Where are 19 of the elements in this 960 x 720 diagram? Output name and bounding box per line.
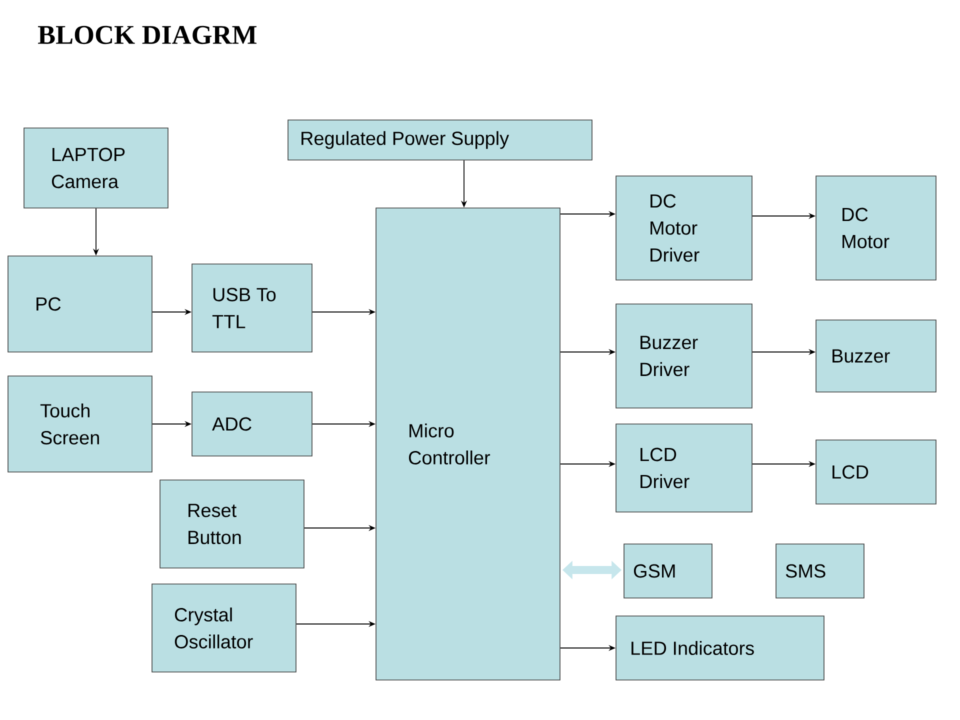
block: Micro Controller: [376, 208, 560, 680]
block: Regulated Power Supply: [288, 120, 592, 160]
block: Touch Screen: [8, 376, 152, 472]
block: Reset Button: [160, 480, 304, 568]
block: ADC: [192, 392, 312, 456]
block: LCD Driver: [616, 424, 752, 512]
title: BLOCK DIAGRM: [38, 26, 257, 44]
block: Buzzer Driver: [616, 304, 752, 408]
block: LCD: [816, 440, 936, 504]
block: SMS: [776, 544, 864, 598]
block: Crystal Oscillator: [152, 584, 296, 672]
block: GSM: [624, 544, 712, 598]
block: DC Motor Driver: [616, 176, 752, 280]
block: PC: [8, 256, 152, 352]
block: DC Motor: [816, 176, 936, 280]
block: Buzzer: [816, 320, 936, 392]
block: LED Indicators: [616, 616, 824, 680]
block: LAPTOP Camera: [24, 128, 168, 208]
block: USB To TTL: [192, 264, 312, 352]
